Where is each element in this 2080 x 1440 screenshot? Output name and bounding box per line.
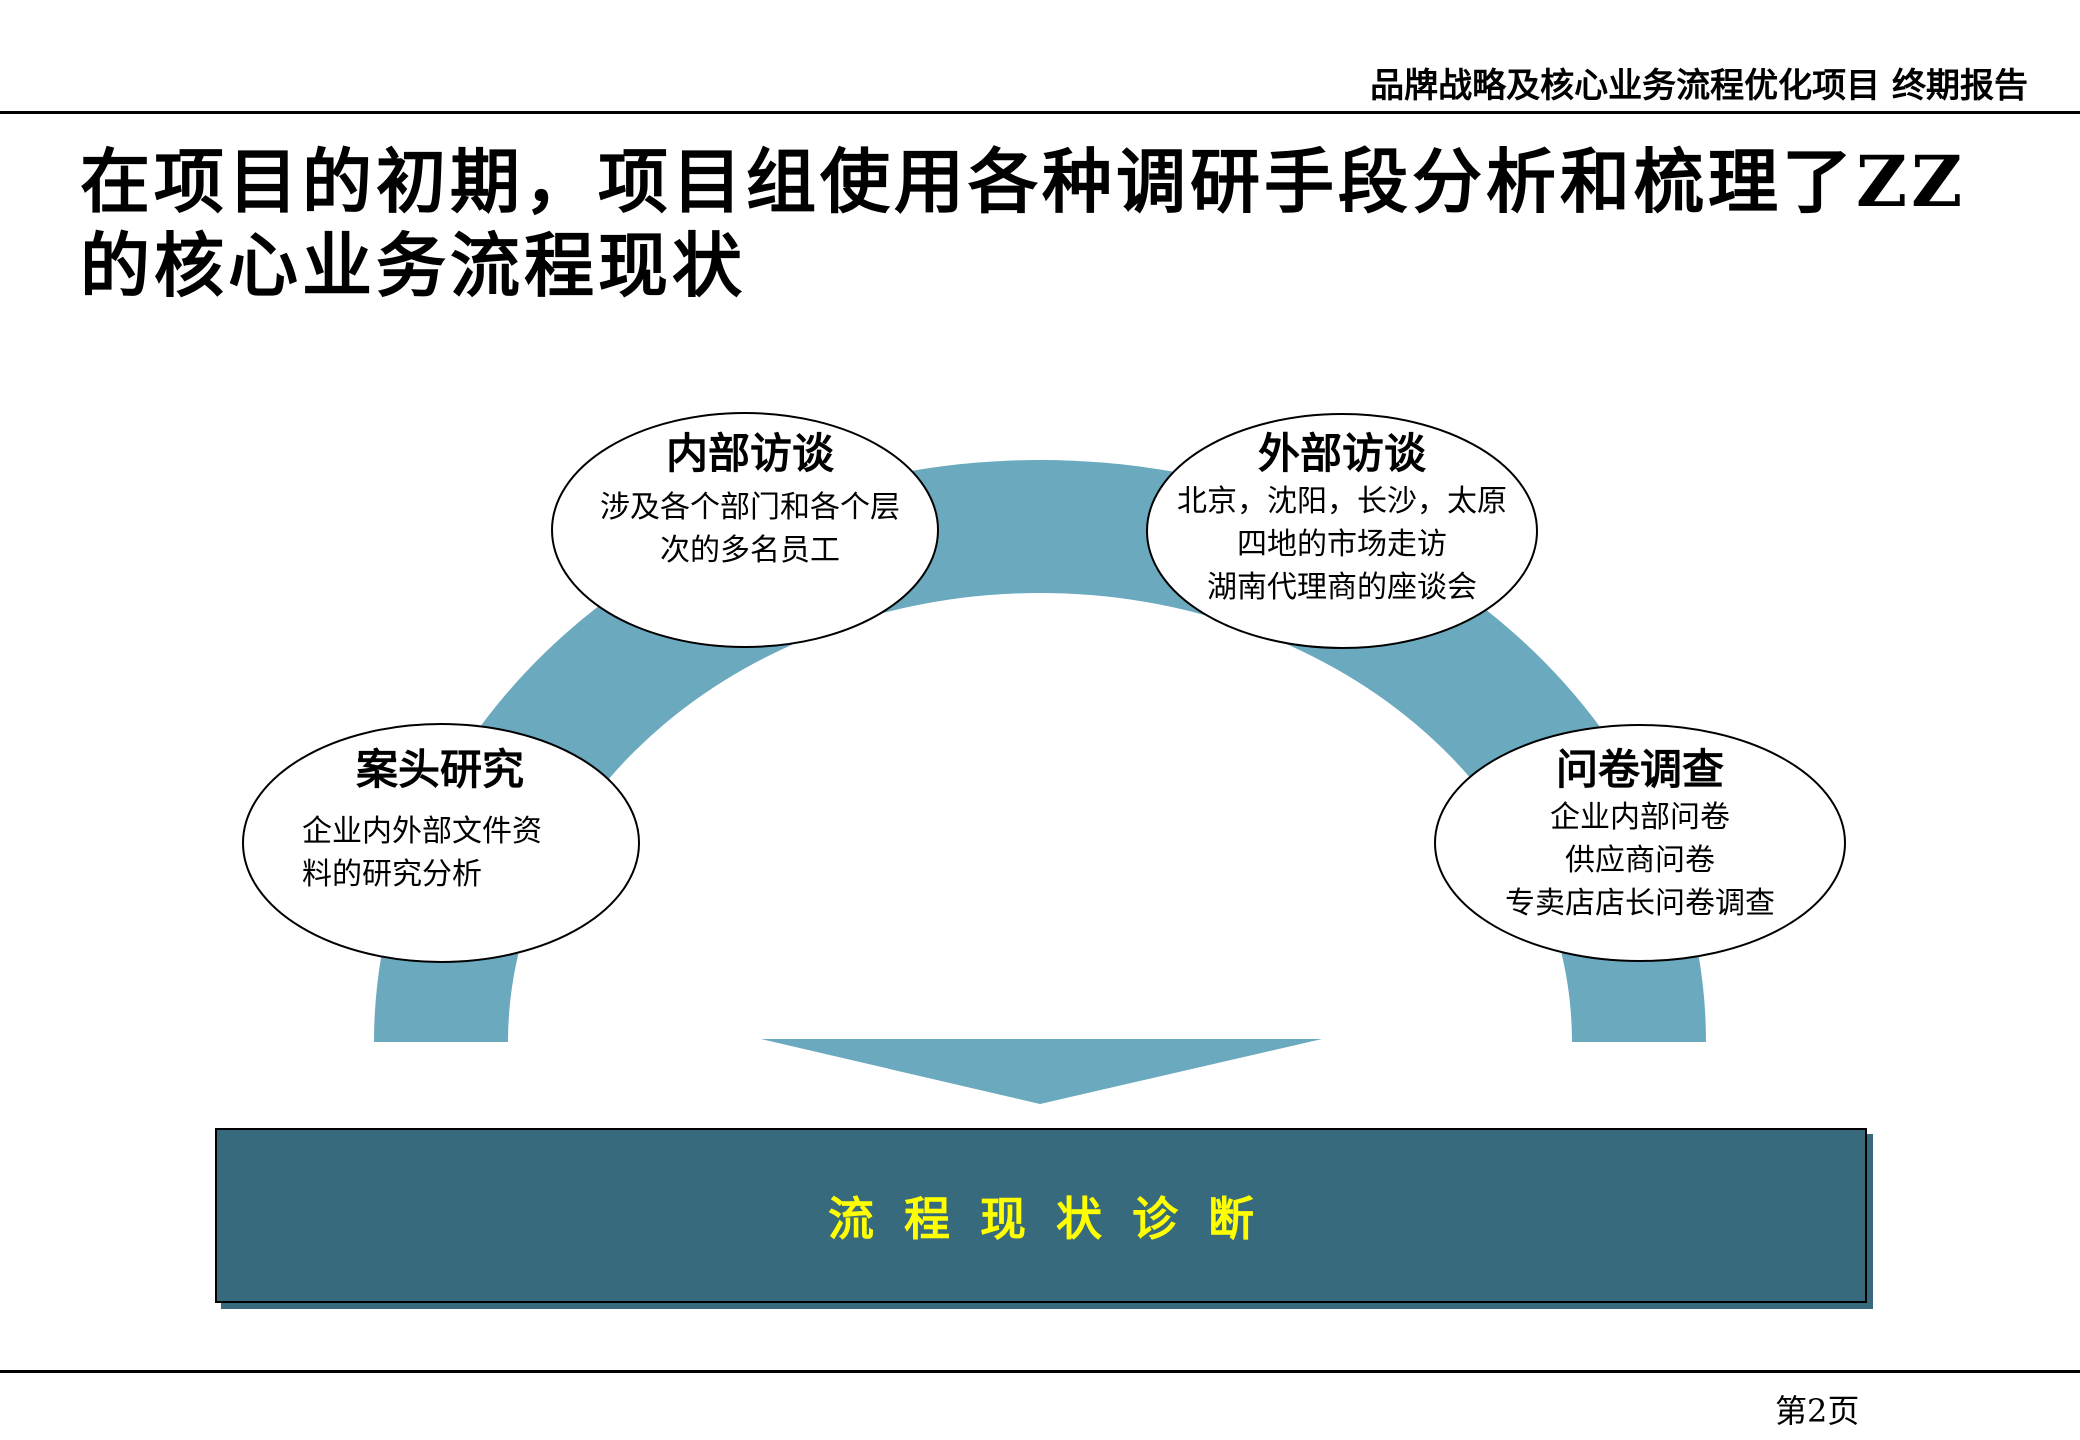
- bubble-line: 北京，沈阳，长沙，太原: [1177, 484, 1507, 519]
- slide-title-line-1: 在项目的初期，项目组使用各种调研手段分析和梳理了ZZ: [80, 140, 1967, 223]
- bubble-internal-interview-shape: [551, 412, 939, 648]
- bubble-line: 涉及各个部门和各个层: [600, 490, 900, 525]
- bubble-title: 内部访谈: [665, 429, 834, 478]
- bubble-title: 案头研究: [355, 745, 524, 794]
- bubble-external-interview: 外部访谈 北京，沈阳，长沙，太原 四地的市场走访 湖南代理商的座谈会: [1150, 428, 1534, 609]
- bubble-desk-research: 案头研究 企业内外部文件资 料的研究分析: [250, 744, 630, 896]
- slide-title-line-2: 的核心业务流程现状: [80, 224, 746, 307]
- bubble-title: 问卷调查: [1555, 745, 1724, 794]
- bubble-line: 四地的市场走访: [1237, 527, 1447, 562]
- bubble-desk-research-shape: [242, 723, 640, 963]
- bubble-line: 次的多名员工: [660, 533, 840, 568]
- down-arrow-icon: [761, 1039, 1322, 1104]
- report-title: 品牌战略及核心业务流程优化项目 终期报告: [1370, 66, 2028, 106]
- bubble-line: 企业内部问卷: [1550, 800, 1730, 835]
- result-banner: 流程现状诊断: [215, 1128, 1867, 1303]
- bubble-line: 供应商问卷: [1565, 843, 1715, 878]
- bubble-survey-shape: [1434, 724, 1846, 962]
- result-banner-text: 流程现状诊断: [828, 1191, 1284, 1246]
- header-divider: [0, 111, 2080, 114]
- slide-title: 在项目的初期，项目组使用各种调研手段分析和梳理了ZZ 的核心业务流程现状: [80, 140, 2000, 308]
- bubble-line: 料的研究分析: [302, 857, 482, 892]
- bubble-title: 外部访谈: [1257, 429, 1426, 478]
- bubble-line: 湖南代理商的座谈会: [1207, 570, 1477, 605]
- footer-divider: [0, 1370, 2080, 1373]
- bubble-internal-interview: 内部访谈 涉及各个部门和各个层 次的多名员工: [560, 428, 940, 572]
- page-number: 第2页: [1775, 1392, 1860, 1430]
- bubble-external-interview-shape: [1146, 413, 1538, 649]
- bubble-line: 专卖店店长问卷调查: [1505, 886, 1775, 921]
- bubble-survey: 问卷调查 企业内部问卷 供应商问卷 专卖店店长问卷调查: [1440, 744, 1840, 925]
- bubble-line: 企业内外部文件资: [302, 814, 542, 849]
